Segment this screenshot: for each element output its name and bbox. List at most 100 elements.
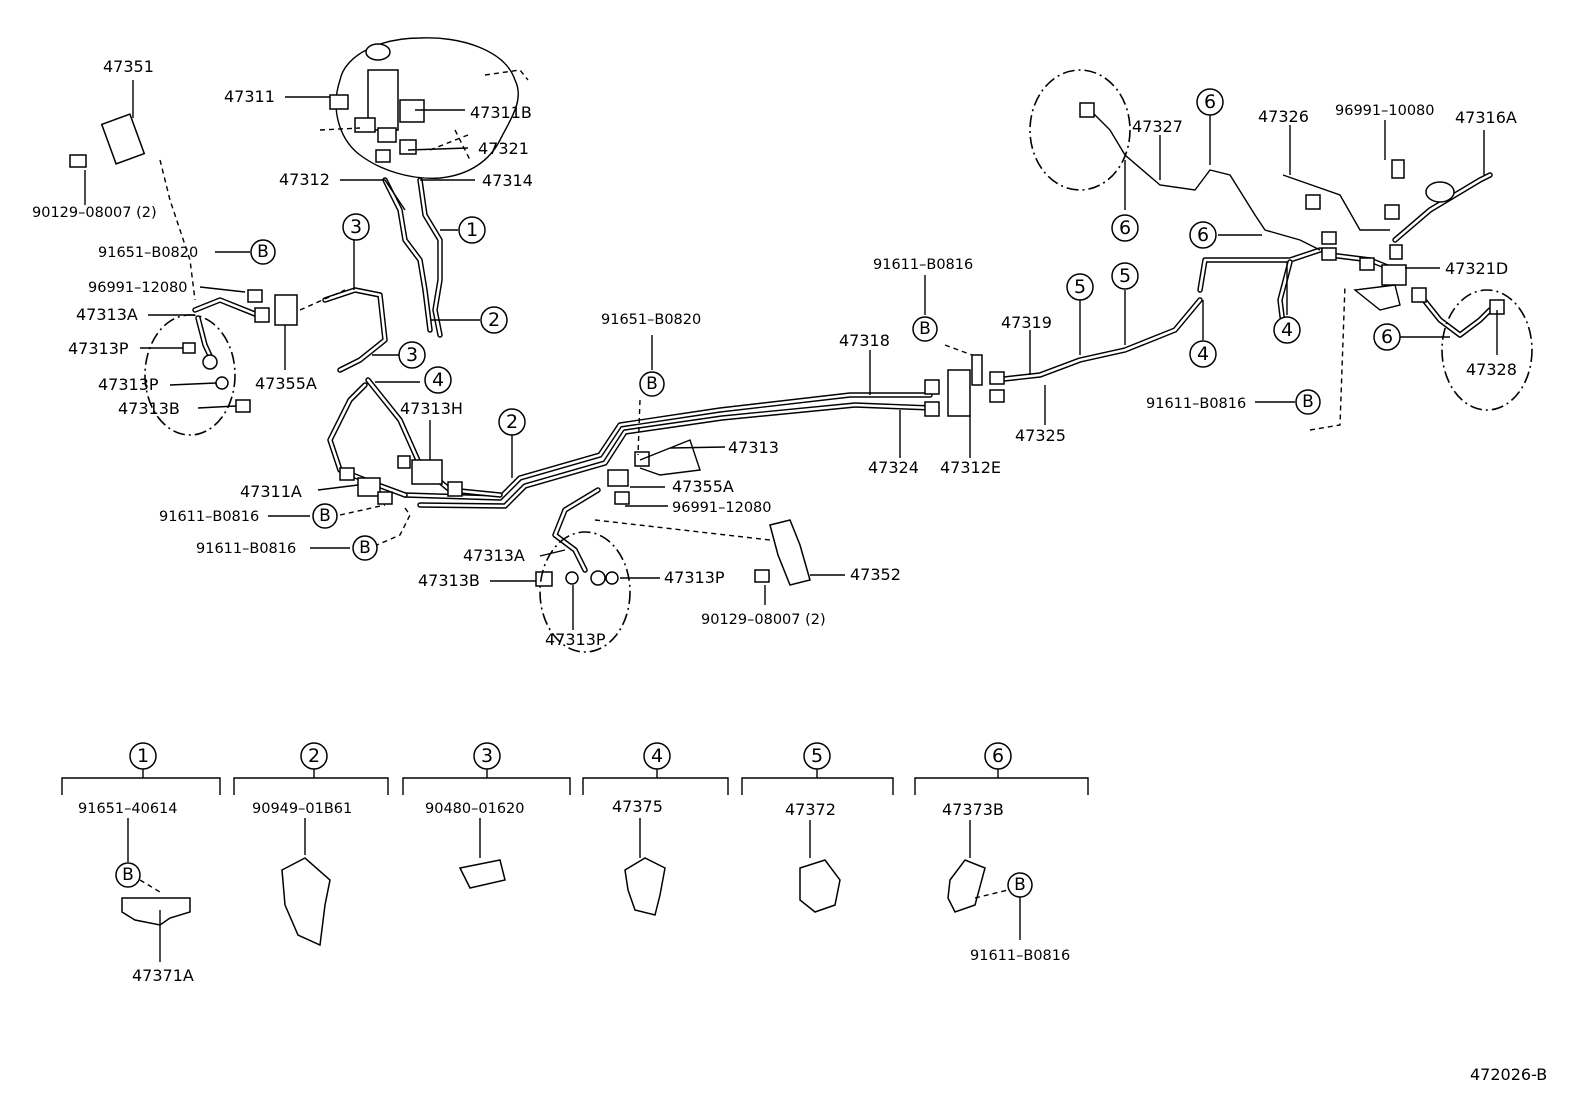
label-47351: 47351 [103, 57, 154, 76]
clamp-col-4: 4 47375 [612, 742, 671, 916]
label-47325: 47325 [1015, 426, 1066, 445]
svg-text:3: 3 [406, 344, 418, 366]
svg-text:B: B [319, 506, 331, 526]
svg-text:B: B [359, 538, 371, 558]
callout-4: 4 [1273, 316, 1301, 344]
svg-text:6: 6 [1381, 326, 1393, 348]
label-47327: 47327 [1132, 117, 1183, 136]
clamp-5-part: 47372 [785, 800, 836, 819]
svg-text:5: 5 [1074, 276, 1086, 298]
svg-text:6: 6 [1119, 217, 1131, 239]
label-91611-left1: 91611–B0816 [159, 509, 259, 525]
svg-text:3: 3 [350, 216, 362, 238]
svg-text:4: 4 [1281, 319, 1293, 341]
clamp-col-6: 6 47373B B 91611–B0816 [942, 742, 1070, 964]
label-47352: 47352 [850, 565, 901, 584]
label-47324: 47324 [868, 458, 919, 477]
label-91611-mid: 91611–B0816 [873, 257, 973, 273]
clamp-6-part: 47373B [942, 800, 1004, 819]
callout-3: 3 [398, 341, 426, 369]
clamp-table: 1 91651–40614 B 47371A 2 90949–01B61 3 9… [61, 742, 1089, 985]
clamp-col-2: 2 90949–01B61 [252, 742, 352, 947]
label-47318: 47318 [839, 331, 890, 350]
svg-text:4: 4 [432, 369, 444, 391]
callout-6: 6 [1111, 214, 1139, 242]
label-47313b-center: 47313B [418, 571, 480, 590]
label-47313: 47313 [728, 438, 779, 457]
label-96991-center: 96991–12080 [672, 500, 772, 516]
label-47313p-center1: 47313P [664, 568, 725, 587]
label-47321: 47321 [478, 139, 529, 158]
label-47312e: 47312E [940, 458, 1001, 477]
callout-2: 2 [480, 306, 508, 334]
label-91611-left2: 91611–B0816 [196, 541, 296, 557]
label-90129-left: 90129–08007 (2) [32, 205, 157, 221]
label-47355a-center: 47355A [672, 477, 734, 496]
svg-text:5: 5 [1119, 265, 1131, 287]
diagram-code: 472026-B [1470, 1065, 1547, 1084]
circled-callouts: 1 2 3 3 4 2 5 5 6 6 6 4 4 6 [342, 88, 1401, 436]
master-cylinder-assembly [319, 37, 529, 179]
b-callout: B [1295, 389, 1321, 415]
svg-text:2: 2 [488, 309, 500, 331]
label-90129-center: 90129–08007 (2) [701, 612, 826, 628]
callout-5: 5 [1066, 273, 1094, 301]
svg-text:3: 3 [481, 745, 493, 767]
brake-pipes [192, 172, 1493, 573]
svg-text:4: 4 [1197, 343, 1209, 365]
callout-4: 4 [424, 366, 452, 394]
svg-text:1: 1 [466, 219, 478, 241]
callout-1: 1 [458, 216, 486, 244]
svg-text:B: B [1014, 875, 1026, 895]
svg-text:4: 4 [651, 745, 663, 767]
svg-text:B: B [257, 242, 269, 262]
label-47355a-left: 47355A [255, 374, 317, 393]
label-47312: 47312 [279, 170, 330, 189]
label-91651-center: 91651–B0820 [601, 312, 701, 328]
callout-3: 3 [342, 213, 370, 241]
part-labels: 47351 47311 47311B 47321 47312 47314 901… [32, 57, 1547, 1084]
clamp-1-part: 91651–40614 [78, 801, 178, 817]
clamp-col-1: 1 91651–40614 B 47371A [78, 742, 194, 985]
b-callout: B [912, 316, 938, 342]
label-47313p-left2: 47313P [98, 375, 159, 394]
label-47328: 47328 [1466, 360, 1517, 379]
svg-text:B: B [919, 319, 931, 339]
svg-text:1: 1 [137, 745, 149, 767]
label-47311b: 47311B [470, 103, 532, 122]
label-47313p-left1: 47313P [68, 339, 129, 358]
svg-text:6: 6 [1197, 224, 1209, 246]
callout-6: 6 [1189, 221, 1217, 249]
svg-text:5: 5 [811, 745, 823, 767]
label-47321d: 47321D [1445, 259, 1508, 278]
clamp-2-part: 90949–01B61 [252, 801, 352, 817]
svg-text:B: B [646, 374, 658, 394]
label-96991-10080: 96991–10080 [1335, 103, 1435, 119]
leader-lines [84, 80, 1498, 630]
label-47316a: 47316A [1455, 108, 1517, 127]
label-47319: 47319 [1001, 313, 1052, 332]
svg-text:B: B [122, 865, 134, 885]
label-47311: 47311 [224, 87, 275, 106]
svg-text:2: 2 [506, 411, 518, 433]
b-callout: B [352, 535, 378, 561]
label-47314: 47314 [482, 171, 533, 190]
label-47313a-center: 47313A [463, 546, 525, 565]
b-callout: B [250, 239, 276, 265]
label-91611-right: 91611–B0816 [1146, 396, 1246, 412]
clamp-col-5: 5 47372 [785, 742, 841, 913]
label-91651-left: 91651–B0820 [98, 245, 198, 261]
callout-5: 5 [1111, 262, 1139, 290]
b-callout: B [639, 371, 665, 397]
callout-2: 2 [498, 408, 526, 436]
label-96991-left: 96991–12080 [88, 280, 188, 296]
callout-6: 6 [1373, 323, 1401, 351]
clamp-3-part: 90480–01620 [425, 801, 525, 817]
b-callout: B [312, 503, 338, 529]
clamp-6-extra: 91611–B0816 [970, 948, 1070, 964]
label-47313p-center2: 47313P [545, 630, 606, 649]
callout-4: 4 [1189, 340, 1217, 368]
b-callouts: B B B B B B [250, 239, 1321, 561]
clamp-col-3: 3 90480–01620 [425, 742, 525, 889]
